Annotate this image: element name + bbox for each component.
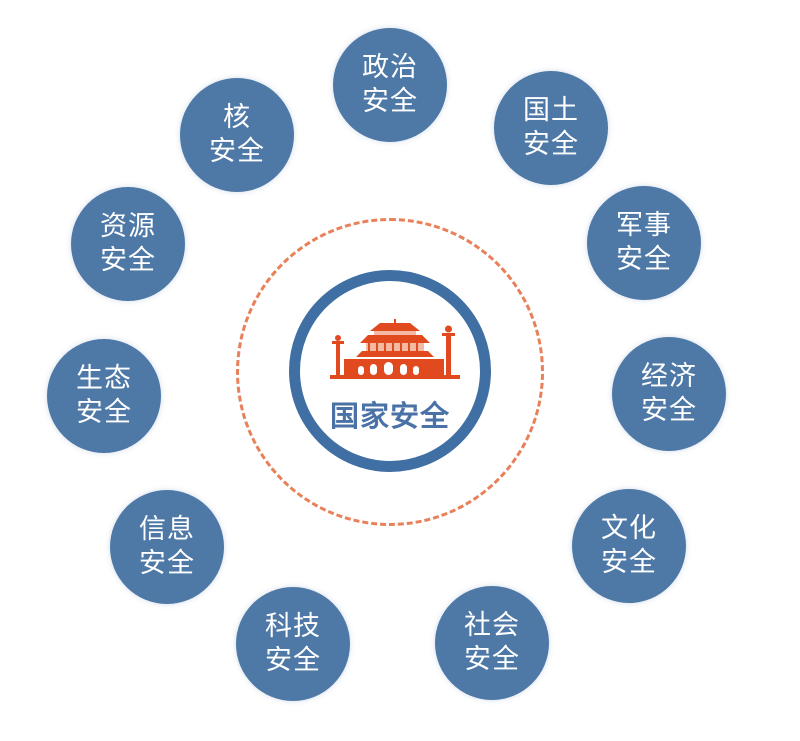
node-label-line1: 核 [223,102,251,133]
node-territorial-security: 国土 安全 [494,71,608,185]
node-nuclear-security: 核 安全 [180,78,294,192]
node-label-line2: 安全 [523,129,579,160]
node-label-line1: 生态 [76,363,132,394]
node-label-line2: 安全 [76,397,132,428]
node-resource-security: 资源 安全 [71,187,185,301]
node-social-security: 社会 安全 [435,586,549,700]
node-cultural-security: 文化 安全 [572,489,686,603]
node-label-line1: 军事 [616,210,672,241]
node-label-line1: 科技 [265,611,321,642]
node-technology-security: 科技 安全 [236,587,350,701]
node-label-line2: 安全 [100,245,156,276]
node-label-line2: 安全 [601,547,657,578]
node-label-line2: 安全 [209,136,265,167]
node-label-line1: 国土 [523,95,579,126]
node-label-line1: 社会 [464,610,520,641]
center-title: 国家安全 [329,399,450,433]
node-label-line2: 安全 [641,395,697,426]
node-military-security: 军事 安全 [587,186,701,300]
node-label-line1: 经济 [641,361,697,392]
node-label-line2: 安全 [464,644,520,675]
node-information-security: 信息 安全 [110,490,224,604]
node-label-line2: 安全 [616,244,672,275]
center-national-security: 国家安全 [289,270,491,472]
node-label-line2: 安全 [362,86,418,117]
node-ecological-security: 生态 安全 [47,339,161,453]
node-economic-security: 经济 安全 [612,337,726,451]
node-label-line1: 政治 [362,52,418,83]
tiananmen-gate-icon [330,319,460,379]
node-label-line1: 文化 [601,513,657,544]
node-label-line2: 安全 [139,548,195,579]
node-label-line1: 资源 [100,211,156,242]
node-political-security: 政治 安全 [333,28,447,142]
node-label-line2: 安全 [265,645,321,676]
dashed-orbit-ring [236,218,544,526]
node-label-line1: 信息 [139,514,195,545]
